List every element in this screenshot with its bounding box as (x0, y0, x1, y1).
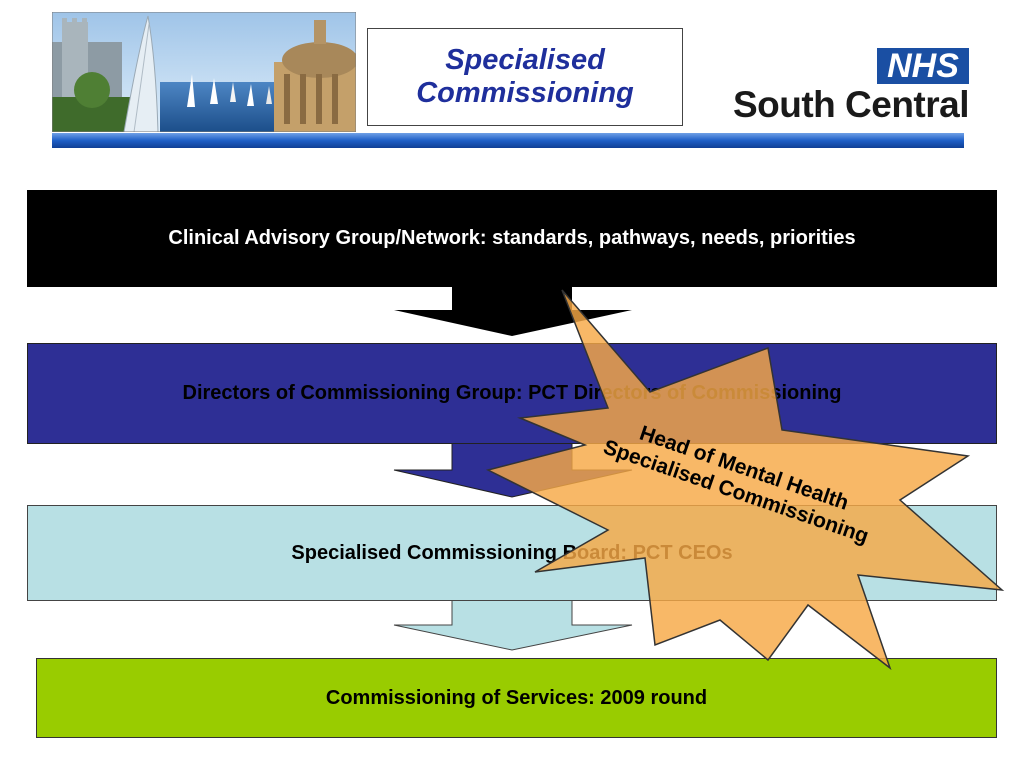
nhs-logo: NHS South Central (705, 42, 970, 125)
stage-clinical-advisory-group: Clinical Advisory Group/Network: standar… (27, 190, 997, 287)
stage-4-label: Commissioning of Services: 2009 round (325, 686, 708, 709)
header-title-line-1: Specialised (445, 44, 605, 76)
starburst-shape (485, 289, 1005, 671)
banner-photo-collage (52, 12, 356, 132)
banner-collage-image (52, 12, 356, 132)
header-rule (52, 133, 964, 148)
nhs-logo-region: South Central (732, 84, 970, 125)
stage-1-label: Clinical Advisory Group/Network: standar… (168, 227, 856, 249)
header-rule-graphic (52, 133, 964, 148)
flow-arrow-3 (393, 599, 633, 651)
stage-directors-of-commissioning: Directors of Commissioning Group: PCT Di… (27, 343, 997, 444)
header-title-box: Specialised Commissioning (367, 28, 683, 126)
flow-arrow-1 (394, 286, 632, 336)
stage-commissioning-of-services: Commissioning of Services: 2009 round (36, 658, 997, 738)
header-title-line-2: Commissioning (416, 77, 634, 109)
nhs-logo-badge: NHS (877, 48, 969, 84)
